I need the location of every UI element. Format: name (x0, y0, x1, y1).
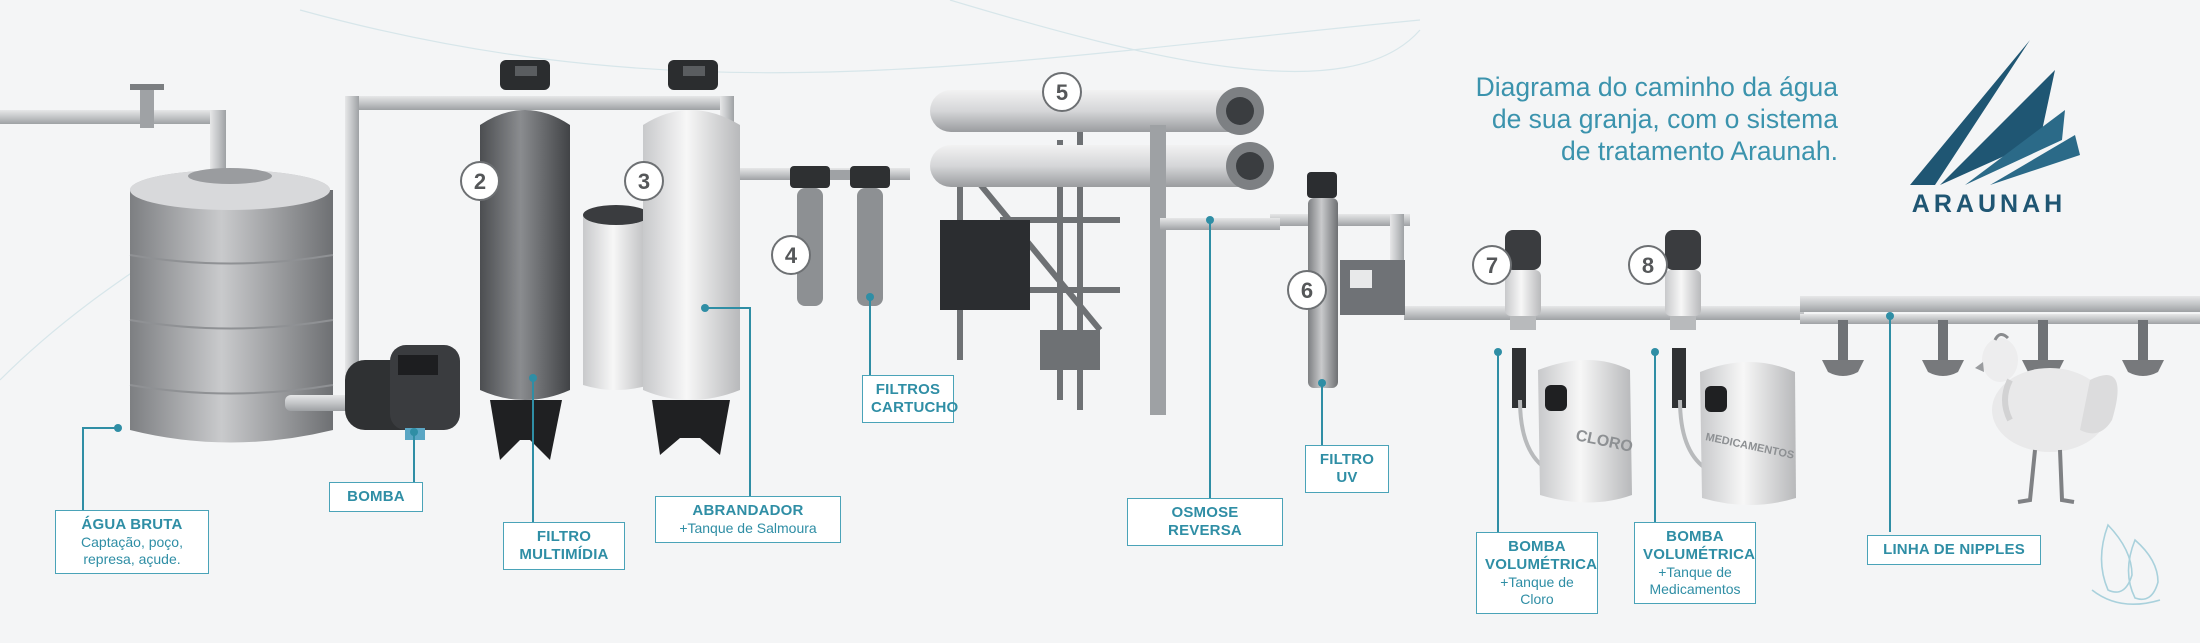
step-number: 2 (474, 169, 486, 194)
label-agua-bruta: ÁGUA BRUTA Captação, poço, represa, açud… (55, 510, 209, 574)
label-title-line: FILTRO (1319, 451, 1375, 468)
label-filtro-uv: FILTRO UV (1305, 445, 1389, 493)
raw-water-tank (129, 84, 334, 443)
label-filtro-multimidia: FILTRO MULTIMÍDIA (503, 522, 625, 570)
step-marker-5: 5 (1042, 72, 1082, 112)
dosing-pump-medicine (1665, 230, 1796, 505)
label-osmose-reversa: OSMOSE REVERSA (1127, 498, 1283, 546)
label-bomba: BOMBA (329, 482, 423, 512)
pump (285, 345, 460, 440)
dosing-pump-chlorine (1505, 230, 1632, 503)
step-marker-8: 8 (1628, 245, 1668, 285)
step-number: 5 (1056, 80, 1068, 105)
label-title: BOMBA (347, 488, 405, 505)
step-number: 6 (1301, 278, 1313, 303)
cartridge-filters (790, 166, 890, 306)
label-sub: +Tanque de (1658, 564, 1732, 580)
chicken-illustration (1975, 333, 2118, 504)
araunah-logo-icon (1910, 40, 2080, 185)
callout-dots (114, 216, 1894, 436)
step-number: 7 (1486, 253, 1498, 278)
label-title-line: BOMBA (1666, 528, 1724, 545)
softener-tank (643, 60, 740, 455)
reverse-osmosis-unit (930, 87, 1280, 415)
step-marker-2: 2 (460, 161, 500, 201)
step-marker-7: 7 (1472, 245, 1512, 285)
label-sub: +Tanque de Cloro (1500, 574, 1574, 607)
label-sub: Medicamentos (1649, 580, 1741, 597)
label-linha-de-nipples: LINHA DE NIPPLES (1867, 535, 2041, 565)
title-line-3: de tratamento Araunah. (1561, 135, 1838, 166)
step-markers: 2 3 4 5 6 7 8 (460, 72, 1668, 310)
label-title-line: MULTIMÍDIA (519, 546, 609, 563)
step-marker-6: 6 (1287, 270, 1327, 310)
label-title-line: FILTRO (536, 528, 592, 545)
label-filtros-cartucho: FILTROS CARTUCHO (862, 375, 959, 423)
step-number: 8 (1642, 253, 1654, 278)
label-sub: +Tanque de Salmoura (679, 520, 817, 536)
label-title-line: BOMBA (1508, 538, 1566, 555)
label-title-line: CARTUCHO (871, 399, 959, 416)
label-title-line: UV (1336, 469, 1358, 486)
label-title: LINHA DE NIPPLES (1883, 541, 2025, 558)
diagram-title: Diagrama do caminho da água de sua granj… (1318, 72, 1838, 167)
label-abrandador: ABRANDADOR +Tanque de Salmoura (655, 496, 841, 543)
label-sub: represa, açude. (83, 550, 181, 567)
label-bomba-cloro: BOMBA VOLUMÉTRICA +Tanque de Cloro (1476, 532, 1598, 614)
label-sub: Captação, poço, (81, 534, 183, 550)
step-marker-4: 4 (771, 235, 811, 275)
label-title-line: VOLUMÉTRICA (1643, 546, 1756, 563)
multimedia-filter (480, 60, 570, 460)
label-title: OSMOSE REVERSA (1168, 504, 1242, 539)
title-line-1: Diagrama do caminho da água (1475, 72, 1838, 102)
step-number: 4 (785, 243, 798, 268)
label-title: ÁGUA BRUTA (81, 516, 183, 533)
label-title-line: FILTROS (875, 381, 941, 398)
water-drop-icon (2091, 523, 2161, 606)
step-number: 3 (638, 169, 650, 194)
callout-lines (82, 220, 1891, 532)
title-line-2: de sua granja, com o sistema (1491, 103, 1838, 134)
label-bomba-medicamentos: BOMBA VOLUMÉTRICA +Tanque de Medicamento… (1634, 522, 1756, 604)
step-marker-3: 3 (624, 161, 664, 201)
label-title: ABRANDADOR (692, 502, 804, 519)
brand-name: ARAUNAH (1911, 190, 2067, 218)
label-title-line: VOLUMÉTRICA (1485, 556, 1598, 573)
brine-tank (583, 205, 650, 390)
